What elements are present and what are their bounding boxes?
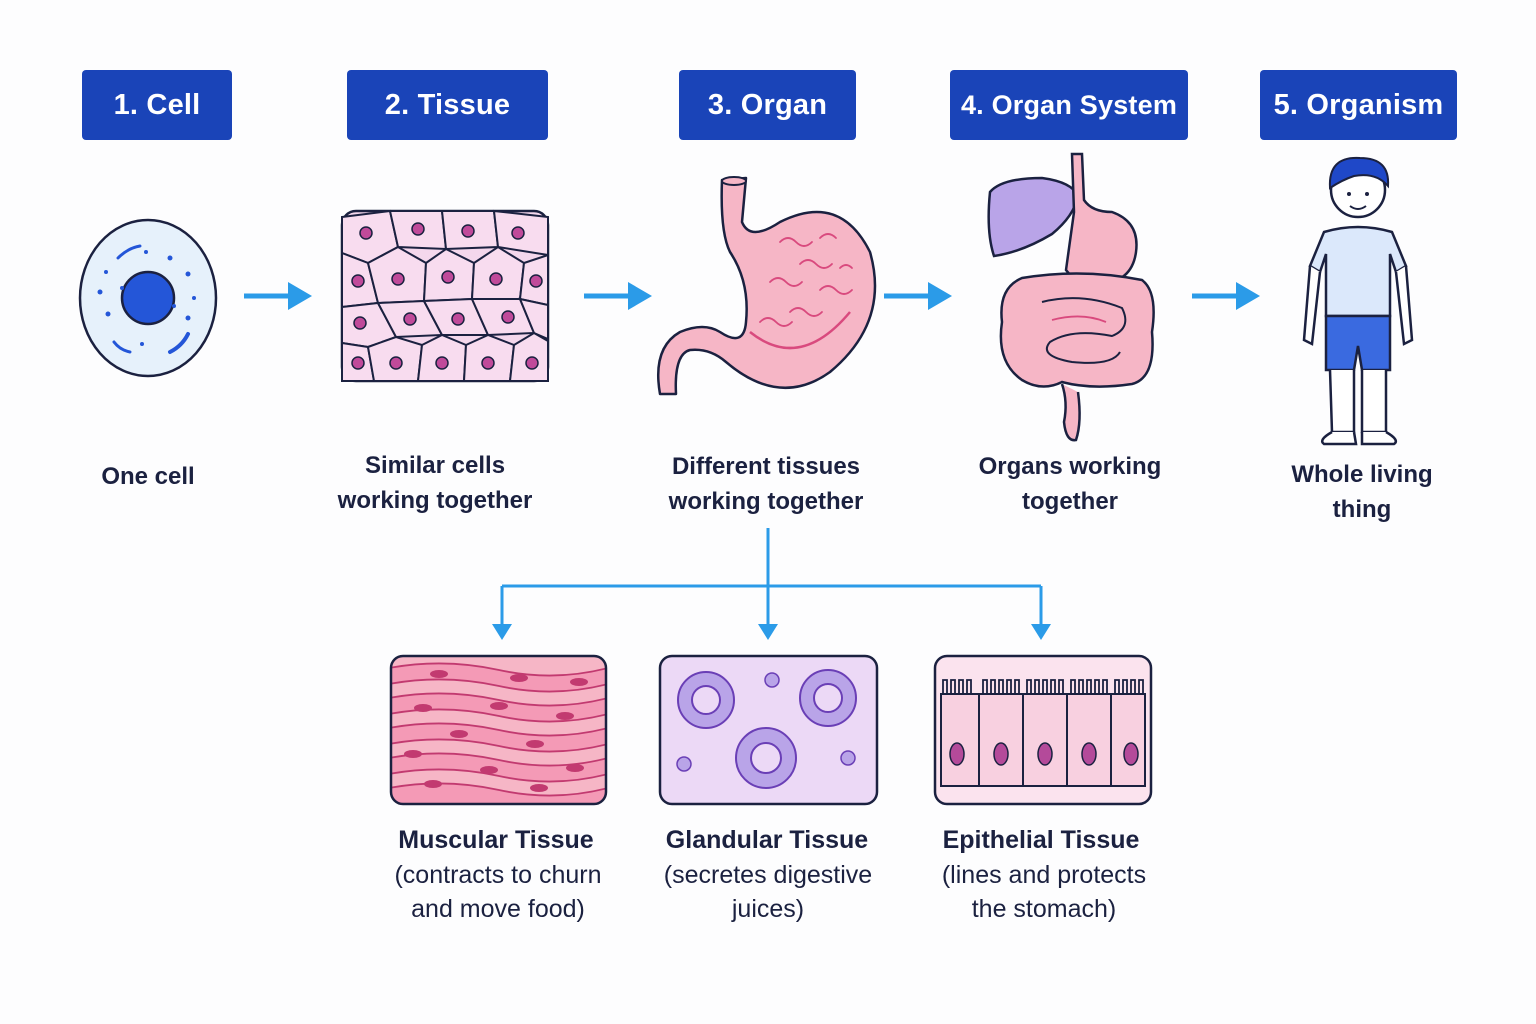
- stage-title-organism: 5. Organism: [1260, 70, 1457, 140]
- stage-title-organ: 3. Organ: [679, 70, 856, 140]
- muscle-tissue-icon: [389, 654, 608, 806]
- tissue-desc-glandular: (secretes digestive juices): [618, 858, 918, 926]
- person-icon: [1302, 156, 1414, 446]
- caption-organism: Whole living thing: [1250, 457, 1474, 527]
- tissue-desc-line: (secretes digestive: [663, 861, 873, 889]
- tissue-desc-muscular: (contracts to churn and move food): [348, 858, 648, 926]
- tissue-desc-line: juices): [731, 895, 805, 923]
- tissue-desc-line: and move food): [411, 895, 585, 923]
- tissue-desc-line: the stomach): [971, 895, 1117, 923]
- digestive-system-icon: [987, 152, 1155, 442]
- tissue-icon: [340, 209, 550, 383]
- caption-cell: One cell: [48, 459, 248, 494]
- caption-line: Similar cells: [364, 452, 506, 479]
- tissue-desc-line: (lines and protects: [941, 861, 1147, 889]
- cell-icon: [78, 218, 218, 378]
- tissue-desc-epithelial: (lines and protects the stomach): [894, 858, 1194, 926]
- branch-connector: [492, 528, 1051, 640]
- tissue-desc-line: (contracts to churn: [394, 861, 602, 889]
- arrow-icon: [884, 282, 952, 310]
- caption-line: Different tissues: [671, 453, 861, 480]
- stage-title-tissue: 2. Tissue: [347, 70, 548, 140]
- tissue-name-muscular: Muscular Tissue: [398, 826, 594, 854]
- arrow-icon: [584, 282, 652, 310]
- caption-organ-system: Organs working together: [940, 449, 1200, 519]
- tissue-name-epithelial: Epithelial Tissue: [942, 826, 1140, 854]
- stage-title-organ-system: 4. Organ System: [950, 70, 1188, 140]
- caption-line: Organs working: [978, 453, 1162, 480]
- arrow-icon: [244, 282, 312, 310]
- caption-line: working together: [337, 487, 533, 514]
- caption-line: One cell: [101, 463, 195, 490]
- caption-tissue: Similar cells working together: [300, 448, 570, 518]
- stage-title-cell: 1. Cell: [82, 70, 232, 140]
- gland-tissue-icon: [658, 654, 879, 806]
- caption-line: together: [1022, 488, 1118, 515]
- epithelial-tissue-icon: [933, 654, 1153, 806]
- arrow-icon: [1192, 282, 1260, 310]
- caption-line: Whole living: [1291, 461, 1433, 488]
- caption-organ: Different tissues working together: [630, 449, 902, 519]
- tissue-name-glandular: Glandular Tissue: [665, 826, 869, 854]
- stomach-icon: [656, 176, 877, 396]
- caption-line: thing: [1332, 496, 1392, 523]
- caption-line: working together: [668, 488, 864, 515]
